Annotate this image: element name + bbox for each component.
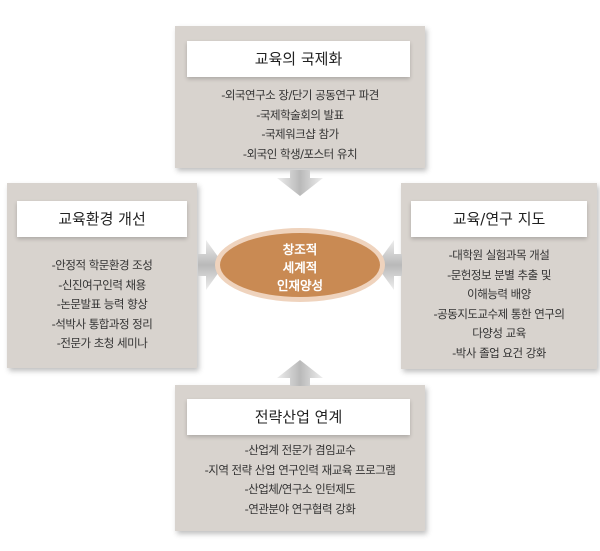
box-title: 교육의 국제화 xyxy=(187,41,410,77)
list-item: -산업체/연구소 인턴제도 xyxy=(244,482,356,496)
item-list: -안정적 학문환경 조성 -신진여구인력 채용 -논문발표 능력 향상 -석박사… xyxy=(7,256,197,354)
box-title: 전략산업 연계 xyxy=(187,399,410,435)
list-item: -전문가 초청 세미나 xyxy=(56,336,148,350)
box-title: 교육/연구 지도 xyxy=(411,201,587,237)
list-item: -산업계 전문가 겸임교수 xyxy=(244,443,356,457)
list-item: -논문발표 능력 향상 xyxy=(56,297,148,311)
list-item: -국제학술회의 발표 xyxy=(256,107,344,122)
list-item: -박사 졸업 요건 강화 xyxy=(452,345,546,360)
list-item: -공동지도교수제 통한 연구의 xyxy=(433,306,565,321)
list-item: 이해능력 배양 xyxy=(467,287,531,301)
arrow-left-icon xyxy=(376,240,402,290)
list-item: -문헌정보 분별 추출 및 xyxy=(447,267,551,282)
list-item: -외국인 학생/포스터 유치 xyxy=(242,146,358,161)
list-item: -신진여구인력 채용 xyxy=(58,277,146,292)
list-item: -지역 전략 산업 연구인력 재교육 프로그램 xyxy=(204,462,396,477)
arrow-right-icon xyxy=(198,240,224,290)
list-item: -안정적 학문환경 조성 xyxy=(51,258,153,272)
arrow-up-icon xyxy=(277,360,323,386)
guidance-box: 교육/연구 지도 -대학원 실험과목 개설 -문헌정보 분별 추출 및 이해능력… xyxy=(401,183,597,369)
box-title: 교육환경 개선 xyxy=(17,201,187,237)
item-list: -외국연구소 장/단기 공동연구 파견 -국제학술회의 발표 -국제워크샵 참가… xyxy=(175,86,425,164)
arrow-down-icon xyxy=(277,170,323,196)
goal-line: 인재양성 xyxy=(276,278,323,293)
item-list: -산업계 전문가 겸임교수 -지역 전략 산업 연구인력 재교육 프로그램 -산… xyxy=(175,441,425,519)
central-goal-ellipse: 창조적 세계적 인재양성 xyxy=(215,228,385,302)
list-item: -외국연구소 장/단기 공동연구 파견 xyxy=(221,88,379,102)
list-item: -국제워크샵 참가 xyxy=(261,127,339,141)
goal-line: 세계적 xyxy=(282,260,318,275)
goal-line: 창조적 xyxy=(282,242,318,257)
industry-box: 전략산업 연계 -산업계 전문가 겸임교수 -지역 전략 산업 연구인력 재교육… xyxy=(175,385,425,531)
item-list: -대학원 실험과목 개설 -문헌정보 분별 추출 및 이해능력 배양 -공동지도… xyxy=(401,246,597,363)
list-item: -석박사 통합과정 정리 xyxy=(51,316,153,331)
list-item: -대학원 실험과목 개설 xyxy=(448,248,550,262)
internationalization-box: 교육의 국제화 -외국연구소 장/단기 공동연구 파견 -국제학술회의 발표 -… xyxy=(175,26,425,168)
environment-box: 교육환경 개선 -안정적 학문환경 조성 -신진여구인력 채용 -논문발표 능력… xyxy=(7,183,197,368)
list-item: 다양성 교육 xyxy=(472,326,526,340)
list-item: -연관분야 연구협력 강화 xyxy=(244,501,356,516)
